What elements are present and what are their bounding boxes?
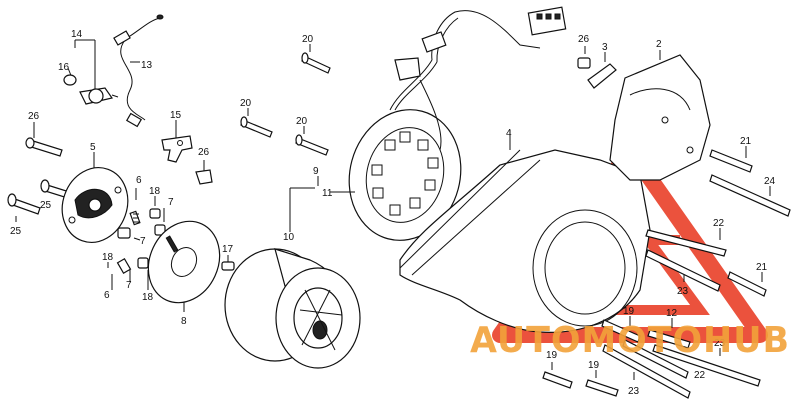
label-6-a: 6 [136, 175, 142, 186]
part-4-crankcase-cover [399, 130, 651, 333]
label-16: 16 [58, 62, 70, 73]
label-13: 13 [141, 60, 153, 71]
label-23-b: 23 [714, 338, 726, 349]
label-25-a: 25 [40, 200, 52, 211]
label-7-c: 7 [126, 280, 132, 291]
part-22-bolt-b [622, 339, 689, 379]
label-26-a: 26 [28, 111, 40, 122]
part-24-bolt [709, 174, 791, 217]
label-12: 12 [666, 308, 678, 319]
part-17-pin [221, 255, 235, 271]
label-10: 10 [283, 232, 295, 243]
label-26-b: 26 [198, 147, 210, 158]
label-23-a: 23 [677, 286, 689, 297]
part-labels: 14 16 13 26 5 15 26 6 18 7 25 25 7 18 6 … [10, 29, 776, 397]
part-10-rotor [224, 187, 361, 369]
label-9: 9 [313, 166, 319, 177]
part-20-bolt-b [240, 108, 273, 138]
part-26-bolt-a [25, 122, 63, 157]
part-7-roller-c [129, 257, 149, 282]
part-3-washer [587, 52, 617, 89]
part-22-bolt-a [645, 228, 727, 257]
label-21-a: 21 [740, 136, 752, 147]
label-22-a: 22 [713, 218, 725, 229]
part-26-bolt-c [577, 46, 591, 69]
label-7-b: 7 [140, 236, 146, 247]
label-18-c: 18 [142, 292, 154, 303]
label-20-b: 20 [240, 98, 252, 109]
label-5: 5 [90, 142, 96, 153]
label-17: 17 [222, 244, 234, 255]
label-3: 3 [602, 42, 608, 53]
part-21-bolt-b [727, 271, 767, 297]
part-25-bolt-b [7, 193, 41, 222]
part-21-bolt-a [709, 146, 753, 173]
label-11: 11 [322, 188, 333, 199]
part-19-bolt-b [542, 362, 573, 389]
watermark-wordmark: AUTOMOTOHUB [470, 320, 790, 361]
part-5-pulse-plate [61, 152, 129, 243]
watermark-text: AUTOMOTOHUB [470, 320, 790, 361]
part-7-roller-a [117, 227, 141, 241]
label-21-b: 21 [756, 262, 768, 273]
part-23-bolt-c [602, 344, 691, 399]
label-14: 14 [71, 29, 83, 40]
part-18-roller-a [149, 196, 161, 219]
label-25-b: 25 [10, 226, 22, 237]
label-19-b: 19 [546, 350, 558, 361]
label-20-c: 20 [296, 116, 308, 127]
label-26-c: 26 [578, 34, 590, 45]
part-7-roller-b [154, 208, 166, 236]
label-22-b: 22 [694, 370, 706, 381]
part-19-bolt-c [585, 370, 619, 397]
part-9-leader [317, 176, 355, 193]
part-20-bolt-c [295, 126, 329, 156]
part-15-bracket [161, 120, 193, 163]
label-18-b: 18 [102, 252, 114, 263]
label-19-c: 19 [588, 360, 600, 371]
part-20-bolt-a [301, 44, 331, 74]
part-12-bolt [647, 318, 691, 349]
part-19-bolt-a [601, 316, 641, 343]
label-2: 2 [656, 39, 662, 50]
label-7-a: 7 [168, 197, 174, 208]
part-2-cover [609, 50, 711, 181]
label-20-a: 20 [302, 34, 314, 45]
label-6-b: 6 [104, 290, 110, 301]
label-8: 8 [181, 316, 187, 327]
part-6-spring-b [111, 257, 132, 290]
part-13-cable [113, 14, 164, 128]
label-24: 24 [764, 176, 776, 187]
label-19-a: 19 [623, 306, 635, 317]
label-15: 15 [170, 110, 182, 121]
label-4: 4 [506, 128, 512, 139]
part-6-spring-a [129, 188, 141, 226]
label-23-c: 23 [628, 386, 640, 397]
part-23-bolt-a [645, 249, 721, 292]
part-26-bolt-b [195, 160, 213, 185]
label-18-a: 18 [149, 186, 161, 197]
part-harness-connector [394, 6, 567, 81]
part-14-spark-cap [63, 39, 119, 105]
part-11-stator [348, 59, 462, 241]
part-8-plate [147, 220, 221, 312]
part-23-bolt-b [652, 344, 761, 387]
